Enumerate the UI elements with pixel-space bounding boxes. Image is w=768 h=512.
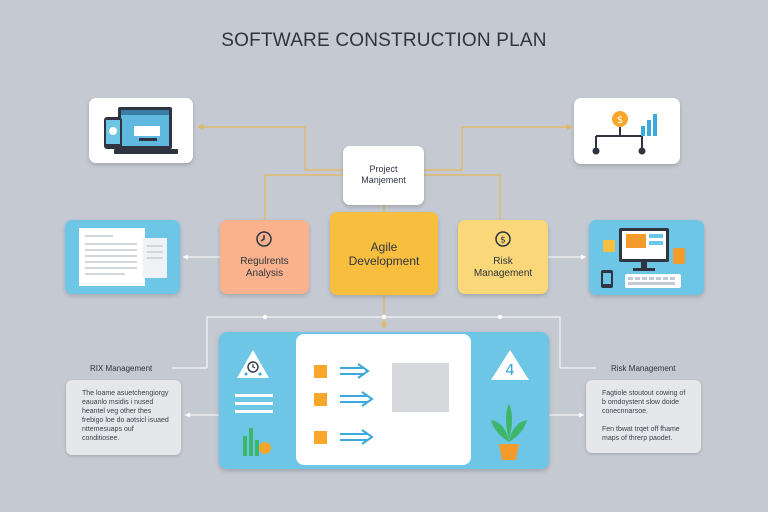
agile-development-label: Agile Development bbox=[348, 240, 420, 269]
svg-text:4: 4 bbox=[505, 361, 515, 379]
requirements-analysis-label: Regulrents Analysis bbox=[240, 256, 289, 279]
right-note-text-1: Fagtiole stoutout cowing of b omdoystent… bbox=[602, 390, 686, 416]
document-icon bbox=[79, 228, 167, 286]
warning-triangle-icon bbox=[237, 350, 269, 378]
document-card bbox=[65, 220, 180, 294]
right-note-text-2: Fen tbwat trqet off fhame maps of threrp… bbox=[602, 426, 680, 443]
dollar-growth-chart-icon: $ bbox=[592, 111, 657, 155]
warning-triangle-icon: 4 bbox=[491, 350, 529, 380]
list-lines-icon bbox=[235, 394, 273, 413]
right-note-card: Fagtiole stoutout cowing of b omdoystent… bbox=[586, 380, 701, 453]
bar-chart-icon bbox=[243, 428, 271, 456]
project-management-label: Project Manjement bbox=[361, 164, 406, 185]
right-risk-label: Risk Management bbox=[611, 364, 676, 373]
svg-text:$: $ bbox=[500, 236, 506, 246]
potted-plant-icon bbox=[491, 404, 527, 460]
risk-management-node[interactable]: $ Risk Management bbox=[458, 220, 548, 294]
left-note-text: The loame asuetchengiorgy eauanlo msidis… bbox=[82, 390, 169, 443]
process-board bbox=[296, 334, 471, 465]
agile-development-node[interactable]: Agile Development bbox=[330, 212, 438, 295]
dollar-coin-icon: $ bbox=[495, 231, 511, 247]
laptop-screen-icon bbox=[104, 107, 178, 154]
page-title: SOFTWARE CONSTRUCTION PLAN bbox=[221, 30, 547, 51]
growth-chart-card: $ bbox=[574, 98, 680, 164]
clock-icon bbox=[256, 231, 272, 247]
project-management-node[interactable]: Project Manjement bbox=[343, 146, 424, 205]
workflow-panel: 4 bbox=[219, 332, 549, 469]
left-risk-label: RIX Management bbox=[90, 364, 153, 373]
requirements-analysis-node[interactable]: Regulrents Analysis bbox=[220, 220, 309, 294]
risk-management-label: Risk Management bbox=[473, 256, 533, 279]
laptop-card bbox=[89, 98, 193, 163]
desktop-card bbox=[589, 220, 704, 295]
desktop-computer-icon bbox=[601, 228, 685, 288]
process-steps-icon bbox=[314, 363, 449, 445]
svg-text:$: $ bbox=[617, 115, 623, 126]
left-note-card: The loame asuetchengiorgy eauanlo msidis… bbox=[66, 380, 181, 455]
